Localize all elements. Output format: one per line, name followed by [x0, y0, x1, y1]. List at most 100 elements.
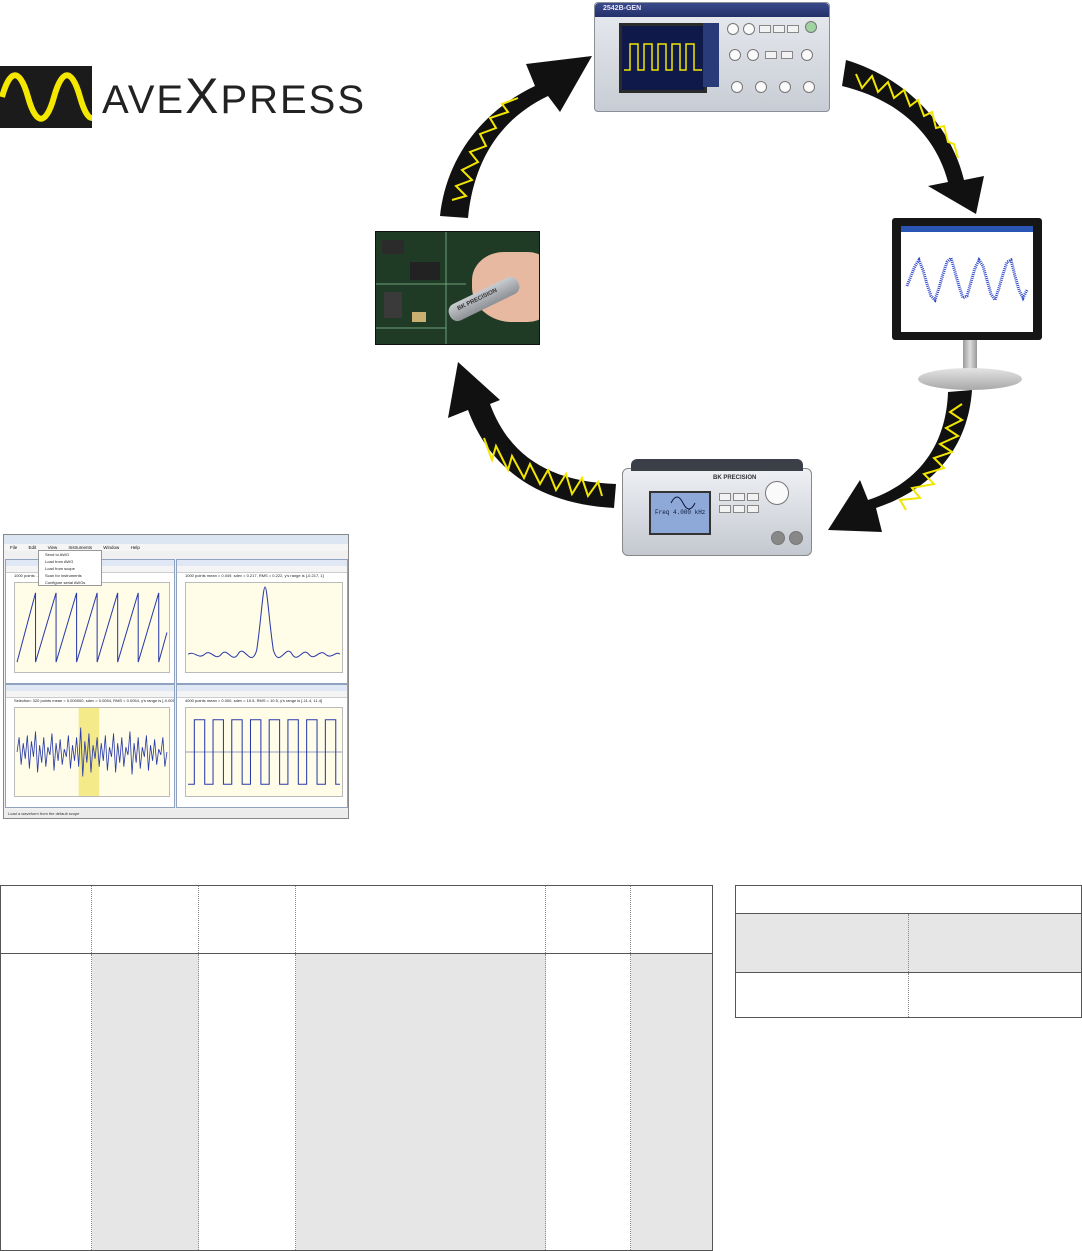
table-cell	[198, 953, 296, 1251]
menu-window[interactable]: Window	[103, 545, 120, 550]
monitor-titlebar	[901, 226, 1033, 232]
table-header-cell	[91, 885, 199, 954]
scope-screen	[619, 23, 707, 93]
pane-noise: Selection: 320 points mean = 0.000000, s…	[5, 684, 175, 808]
menu-instruments[interactable]: Instruments	[68, 545, 93, 550]
table-header-cell	[198, 885, 296, 954]
side-table-cell	[908, 913, 1082, 973]
pane-header	[177, 560, 347, 566]
menu-help[interactable]: Help	[130, 545, 140, 550]
app-menubar: File Edit View Instruments Window Help	[4, 544, 348, 551]
knob-icon	[755, 81, 767, 93]
pane-square: 4000 points mean = 0.000, sdev = 10.5, R…	[176, 684, 348, 808]
logo-press: PRESS	[220, 78, 367, 122]
side-table-row	[735, 972, 1082, 1018]
scope-side-menu	[703, 23, 719, 87]
cycle-arrows	[440, 56, 984, 532]
scope-brand: 2542B-GEN	[603, 5, 642, 12]
logo-wordmark: AVEXPRESS	[102, 70, 366, 126]
side-table-cell	[735, 885, 1082, 914]
pane-stats: 4000 points mean = 0.000, sdev = 10.5, R…	[185, 698, 323, 703]
knob-icon	[743, 23, 755, 35]
button-icon	[781, 51, 793, 59]
knob-icon	[727, 23, 739, 35]
pane-header	[6, 685, 174, 691]
table-cell	[0, 953, 92, 1251]
knob-icon	[729, 49, 741, 61]
oscilloscope: 2542B-GEN	[594, 2, 830, 112]
table-header-cell	[295, 885, 546, 954]
button-icon	[765, 51, 777, 59]
arrow-generator-to-board	[448, 362, 616, 508]
pane-header	[177, 685, 347, 691]
wave-logo-icon	[0, 66, 93, 128]
dropdown-item[interactable]: Configure serial AWGs	[45, 580, 86, 585]
button-icon	[759, 25, 771, 33]
arrow-scope-to-monitor	[842, 60, 984, 214]
dropdown-item[interactable]: Scan for instruments	[45, 573, 82, 578]
app-titlebar	[4, 535, 348, 544]
generator-dial-icon	[765, 481, 789, 505]
dropdown-item[interactable]: Send to AWG	[45, 552, 70, 557]
scope-header-strip: 2542B-GEN	[595, 3, 829, 17]
generator-frequency: Freq 4.000 kHz	[655, 509, 706, 516]
knob-icon	[803, 81, 815, 93]
computer-monitor	[892, 218, 1042, 340]
menu-edit[interactable]: Edit	[28, 545, 37, 550]
table-cell	[295, 953, 546, 1251]
menu-view[interactable]: View	[47, 545, 58, 550]
button-icon	[733, 493, 745, 501]
scope-controls	[725, 19, 823, 105]
button-icon	[719, 493, 731, 501]
table-cell	[91, 953, 199, 1251]
generator-screen: Freq 4.000 kHz	[649, 491, 711, 535]
button-icon	[773, 25, 785, 33]
pane-plot	[14, 707, 170, 797]
table-cell	[545, 953, 631, 1251]
table-body-row	[0, 953, 713, 1251]
pane-plot	[14, 582, 170, 673]
table-cell	[630, 953, 713, 1251]
menu-file[interactable]: File	[10, 545, 18, 550]
pane-toolbar	[177, 566, 347, 573]
monitor-stand-neck	[963, 340, 977, 374]
generator-top	[631, 459, 803, 471]
pane-sinc: 1000 points mean = 0.049, sdev = 0.217, …	[176, 559, 348, 684]
knob-icon	[805, 21, 817, 33]
dropdown-item[interactable]: Load from AWG	[45, 559, 74, 564]
button-icon	[747, 493, 759, 501]
side-table-cell	[735, 913, 909, 973]
pane-toolbar	[6, 691, 174, 698]
monitor-stand-base	[918, 368, 1022, 390]
pane-toolbar	[177, 691, 347, 698]
instruments-dropdown: Send to AWG Load from AWG Load from scop…	[38, 550, 102, 586]
wavexpress-software-screenshot: File Edit View Instruments Window Help S…	[3, 534, 349, 819]
side-table-row	[735, 885, 1082, 914]
wavexpress-logo: AVEXPRESS	[0, 66, 364, 128]
side-table-cell	[735, 972, 909, 1018]
app-statusbar: Load a waveform from the default scope	[4, 810, 348, 818]
knob-icon	[779, 81, 791, 93]
logo-x: X	[185, 68, 221, 124]
knob-icon	[801, 49, 813, 61]
monitor-screen	[901, 226, 1033, 332]
bnc-connector-icon	[789, 531, 803, 545]
knob-icon	[747, 49, 759, 61]
dropdown-item[interactable]: Load from scope	[45, 566, 75, 571]
pane-plot	[185, 582, 343, 673]
pane-plot	[185, 707, 343, 797]
bnc-connector-icon	[771, 531, 785, 545]
button-icon	[747, 505, 759, 513]
side-table-row	[735, 913, 1082, 973]
side-table	[735, 885, 1082, 1018]
table-header-cell	[630, 885, 713, 954]
side-table-cell	[909, 973, 1082, 1018]
arrow-board-to-scope	[440, 56, 592, 218]
circuit-board-photo: BK PRECISION	[375, 231, 540, 345]
arrow-monitor-to-generator	[828, 390, 972, 532]
generator-brand: BK PRECISION	[713, 475, 757, 481]
specs-table	[0, 885, 713, 1251]
button-icon	[719, 505, 731, 513]
button-icon	[787, 25, 799, 33]
pane-stats: 1000 points mean = 0.049, sdev = 0.217, …	[185, 573, 324, 578]
